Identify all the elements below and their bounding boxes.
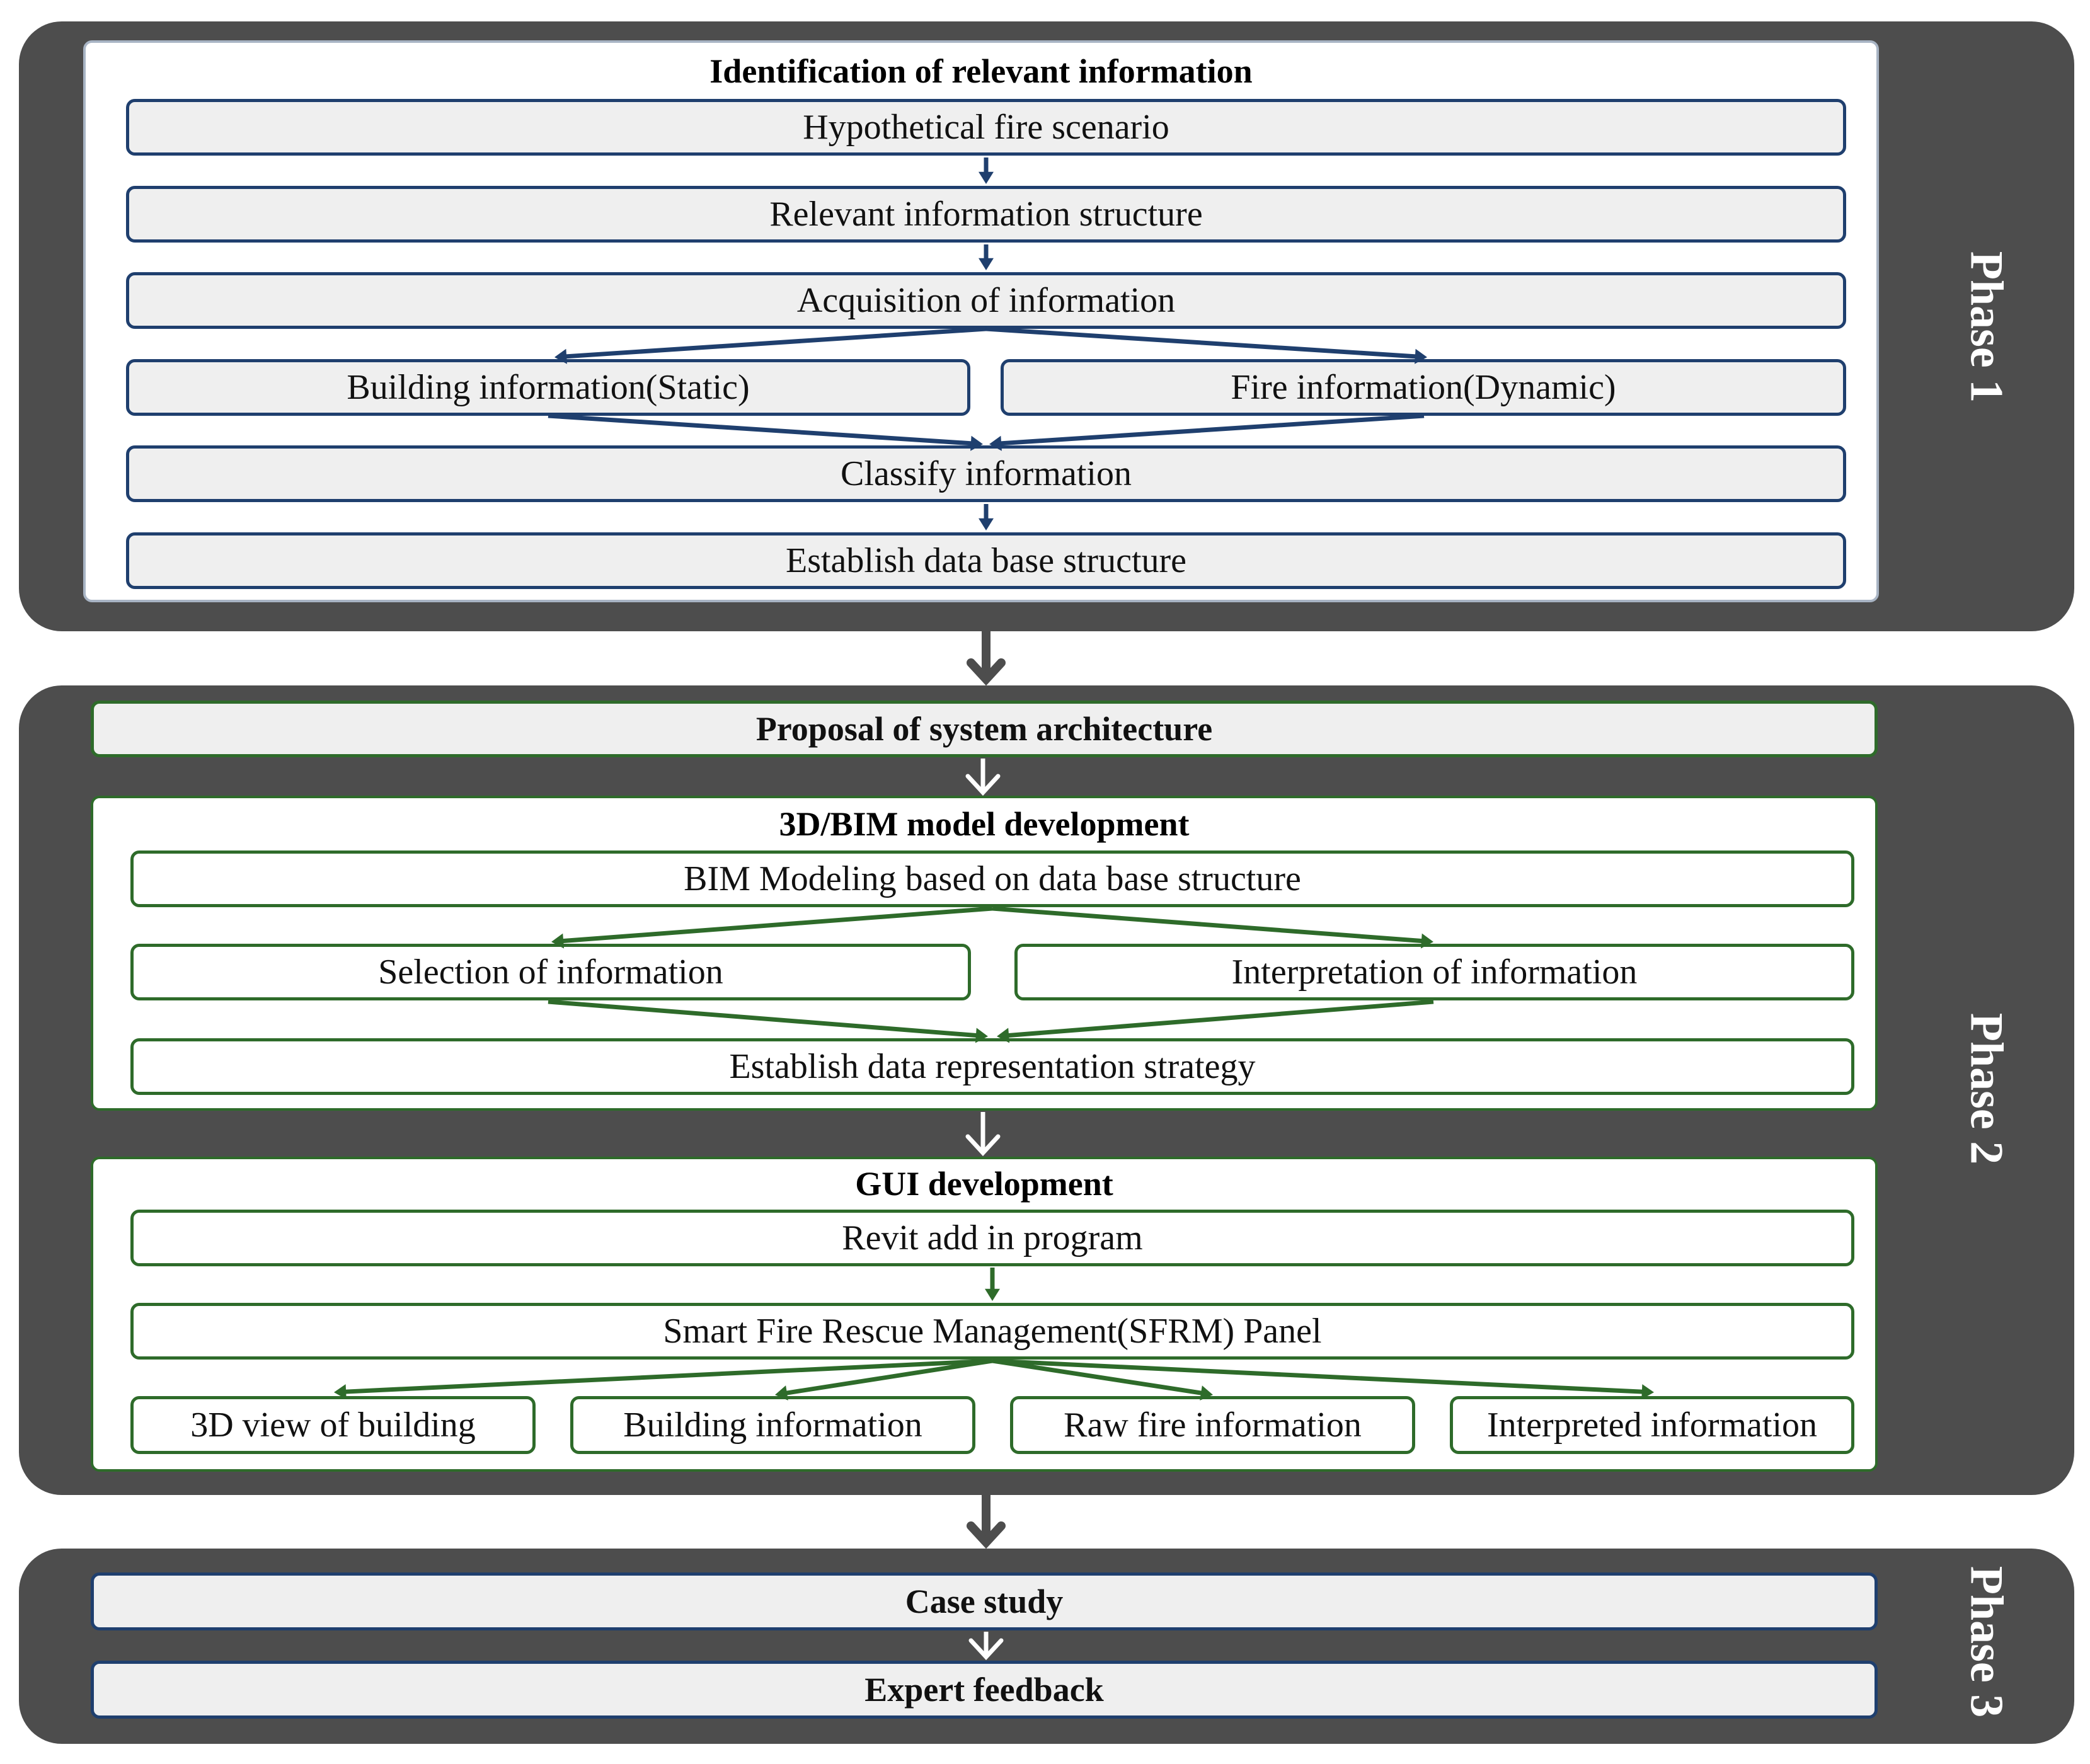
building-information-box: Building information (570, 1396, 975, 1454)
case-to-feedback-head (968, 1638, 1004, 1661)
bim-to-gui-head (965, 1134, 1001, 1157)
selection-of-information-box: Selection of information (130, 944, 971, 1000)
interpreted-information-box: Interpreted information (1450, 1396, 1854, 1454)
arrow-classify-to-database-head (979, 518, 994, 530)
arrow-fire-to-classify-line (998, 413, 1425, 446)
fire-information-dynamic-box: Fire information(Dynamic) (1001, 359, 1846, 416)
arrow-acquisition-to-fire-line (985, 326, 1418, 359)
case-study-box: Case study (91, 1572, 1878, 1630)
arrow-selection-to-strategy-head (975, 1028, 988, 1043)
arrow-structure-to-acquisition-head (979, 258, 994, 270)
raw-fire-information-box: Raw fire information (1010, 1396, 1415, 1454)
arrow-hypothetical-to-structure-head (979, 171, 994, 184)
arrow-modeling-to-interpretation-head (1420, 933, 1433, 949)
3d-view-of-building-box: 3D view of building (130, 1396, 536, 1454)
building-information-static-box: Building information(Static) (126, 359, 970, 416)
arrow-modeling-to-interpretation-line (992, 906, 1425, 944)
proposal-of-system-architecture-box: Proposal of system architecture (91, 701, 1878, 757)
arrow-sfrm-to-interpreted-line (992, 1358, 1645, 1394)
arrow-modeling-to-selection-line (560, 906, 993, 944)
arrow-interpretation-to-strategy-line (1006, 999, 1434, 1038)
relevant-information-structure-box: Relevant information structure (126, 186, 1846, 243)
arrow-interpretation-to-strategy-head (997, 1028, 1010, 1043)
arrow-sfrm-to-building-info-head (775, 1385, 788, 1400)
arrow-sfrm-to-3dview-line (343, 1358, 993, 1394)
bim-modeling-box: BIM Modeling based on data base structur… (130, 850, 1854, 907)
revit-add-in-box: Revit add in program (130, 1210, 1854, 1266)
arrow-acquisition-to-building-line (563, 326, 987, 359)
arrow-fire-to-classify-head (989, 435, 1002, 451)
acquisition-of-information-box: Acquisition of information (126, 272, 1846, 329)
phase1-to-phase2-head (967, 658, 1006, 686)
classify-information-box: Classify information (126, 445, 1846, 502)
arrow-modeling-to-selection-head (551, 933, 565, 949)
arrow-acquisition-to-fire-head (1415, 348, 1427, 364)
arrow-building-to-classify-line (548, 413, 974, 446)
bim-development-title: 3D/BIM model development (779, 805, 1190, 843)
arrow-building-to-classify-head (970, 435, 983, 451)
arrow-acquisition-to-building-head (554, 348, 567, 364)
interpretation-of-information-box: Interpretation of information (1014, 944, 1854, 1000)
arrow-sfrm-to-building-info-line (783, 1358, 993, 1396)
arrow-sfrm-to-interpreted-head (1641, 1384, 1654, 1400)
arrow-selection-to-strategy-line (548, 999, 979, 1038)
establish-database-structure-box: Establish data base structure (126, 532, 1846, 589)
phase2-to-phase3-head (967, 1521, 1006, 1549)
data-representation-strategy-box: Establish data representation strategy (130, 1038, 1854, 1095)
arrow-sfrm-to-raw-fire-head (1200, 1385, 1213, 1400)
sfrm-panel-box: Smart Fire Rescue Management(SFRM) Panel (130, 1303, 1854, 1360)
hypothetical-fire-scenario-box: Hypothetical fire scenario (126, 99, 1846, 156)
phase-1-title: Identification of relevant information (709, 52, 1253, 90)
arrow-revit-to-sfrm-head (985, 1288, 1000, 1301)
arrow-sfrm-to-raw-fire-line (992, 1358, 1205, 1396)
gui-development-title: GUI development (855, 1165, 1113, 1203)
expert-feedback-box: Expert feedback (91, 1661, 1878, 1719)
arrow-sfrm-to-3dview-head (334, 1384, 347, 1400)
proposal-to-bim-head (965, 774, 1001, 796)
